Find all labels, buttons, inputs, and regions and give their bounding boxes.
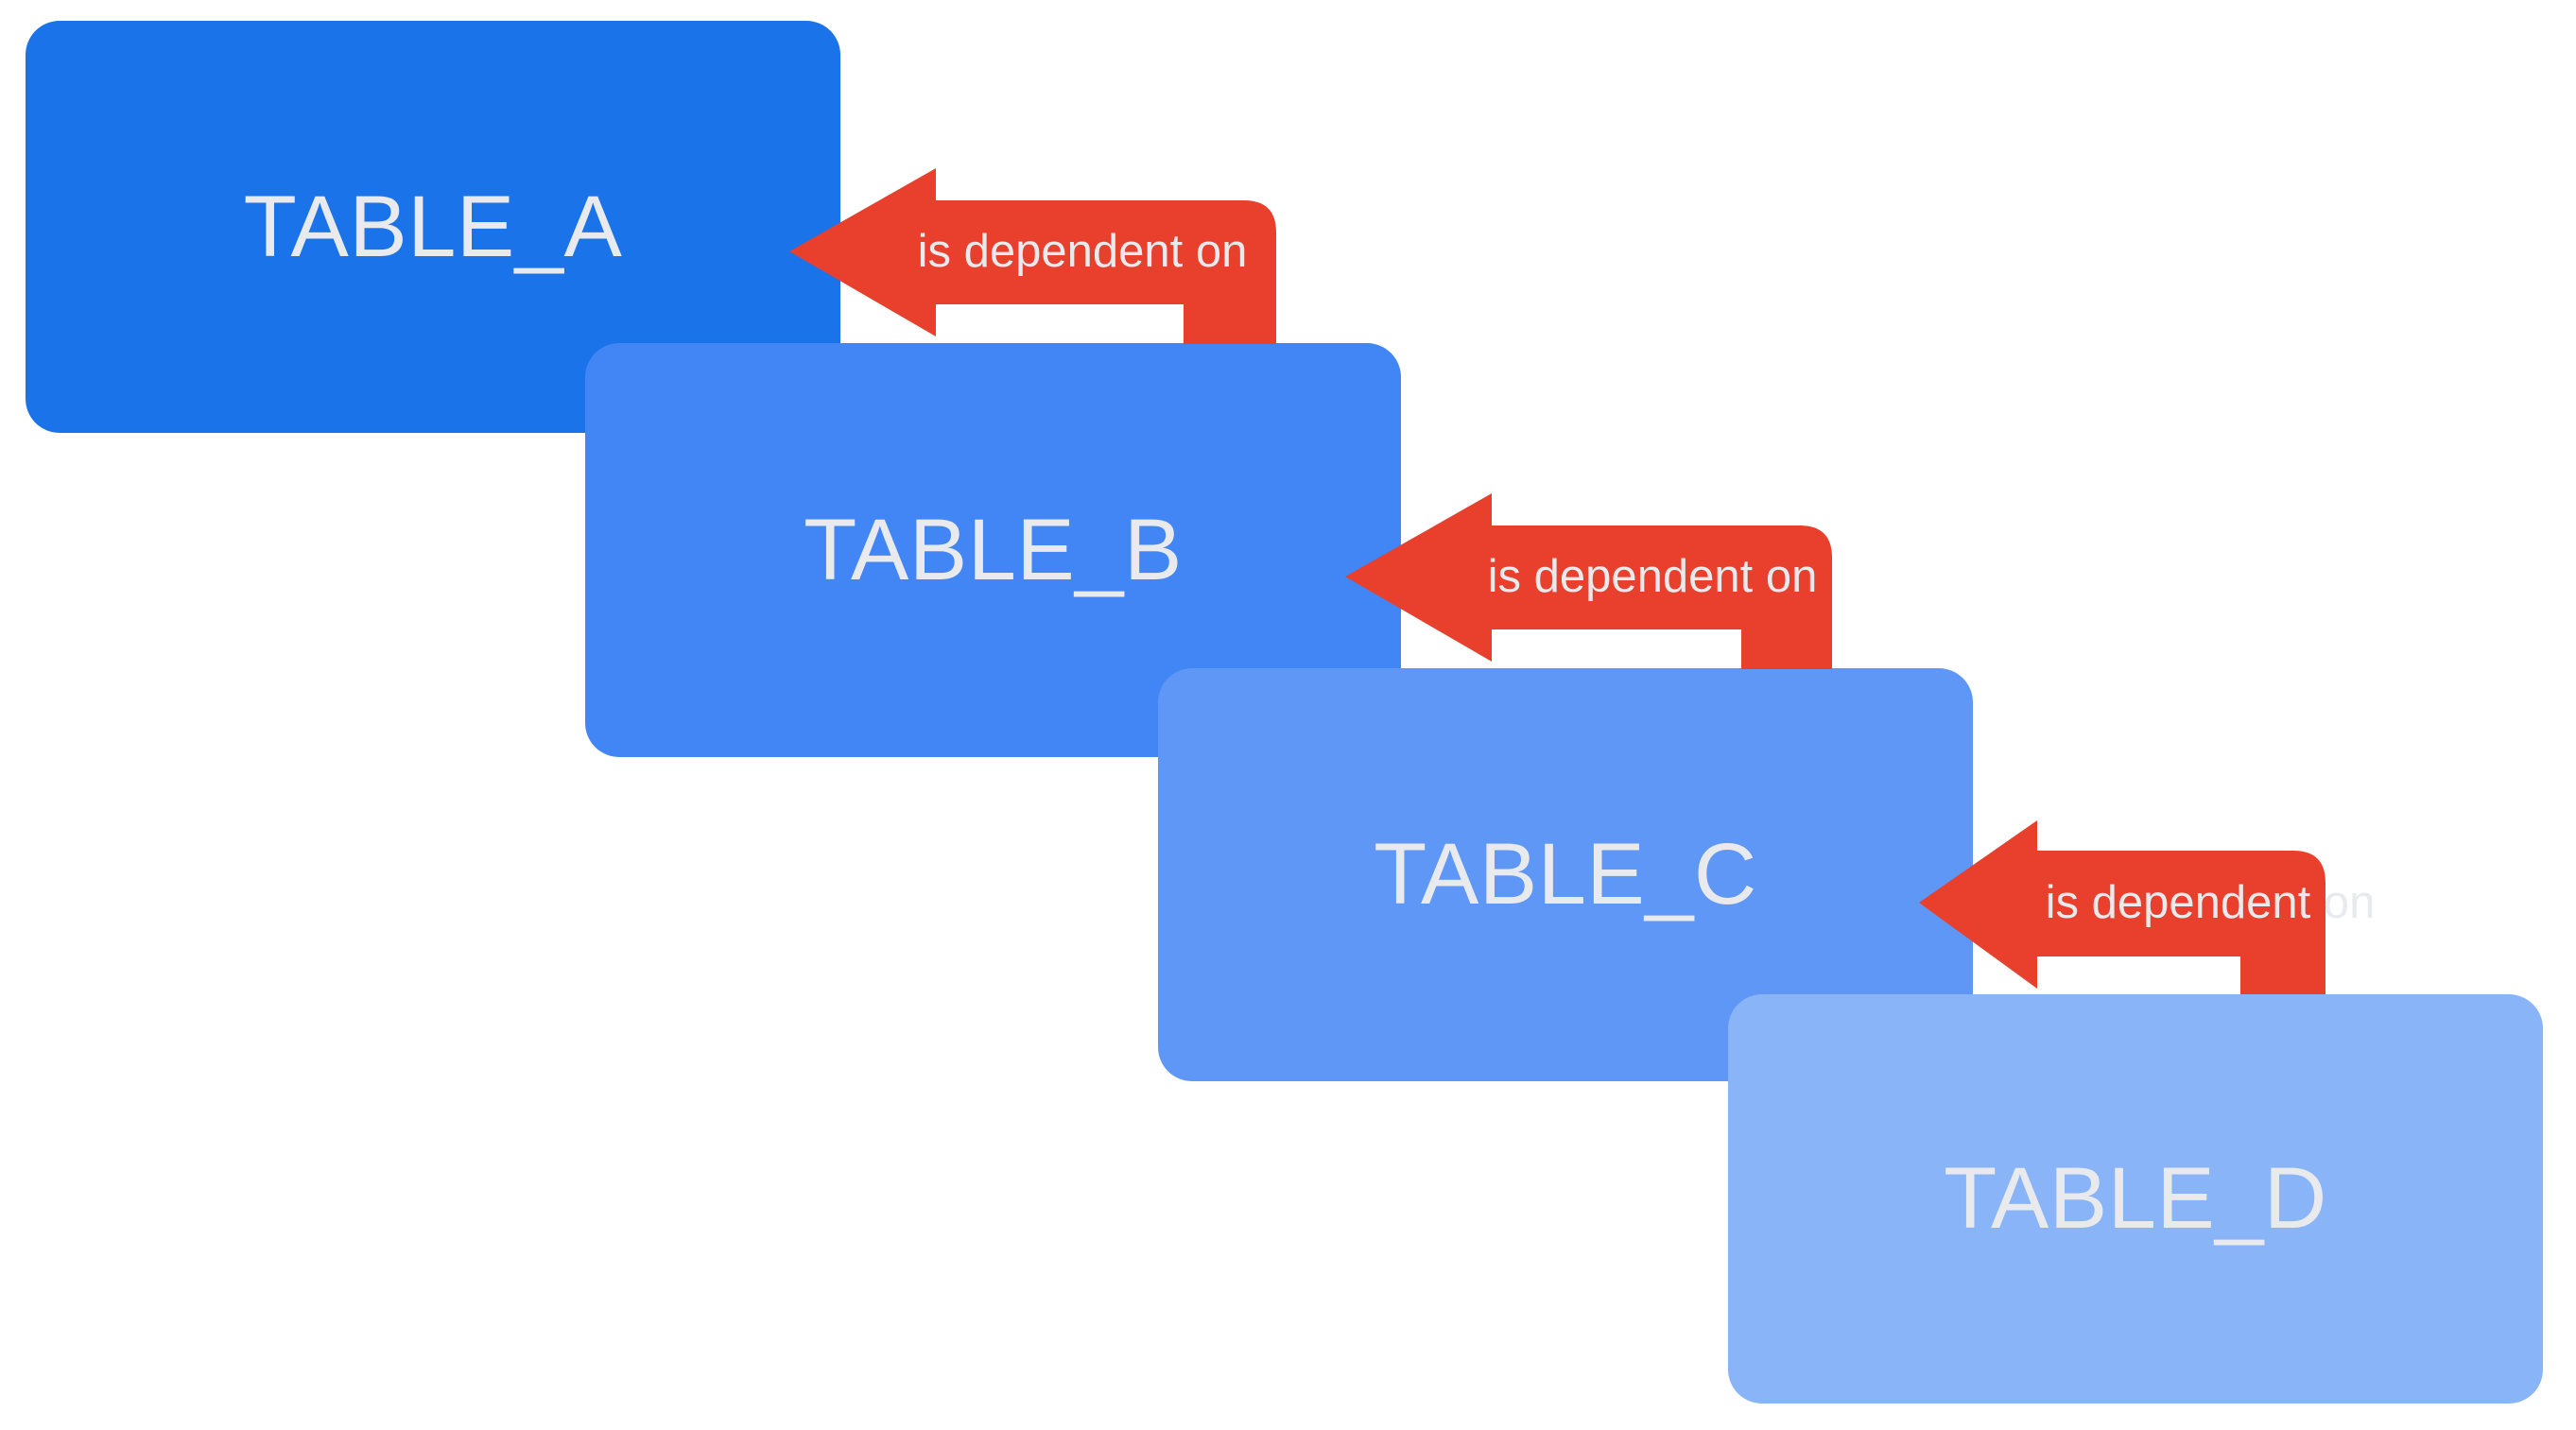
edge-label-c-d: is dependent on bbox=[2045, 877, 2376, 928]
node-label-table-d: TABLE_D bbox=[1944, 1150, 2327, 1247]
node-table-a[interactable]: TABLE_A bbox=[26, 21, 840, 433]
node-table-d[interactable]: TABLE_D bbox=[1728, 994, 2543, 1404]
edge-label-a-b: is dependent on bbox=[917, 226, 1248, 277]
node-label-table-a: TABLE_A bbox=[243, 178, 623, 275]
edge-label-b-c: is dependent on bbox=[1487, 551, 1818, 602]
node-label-table-b: TABLE_B bbox=[804, 501, 1183, 598]
node-label-table-c: TABLE_C bbox=[1374, 826, 1757, 922]
